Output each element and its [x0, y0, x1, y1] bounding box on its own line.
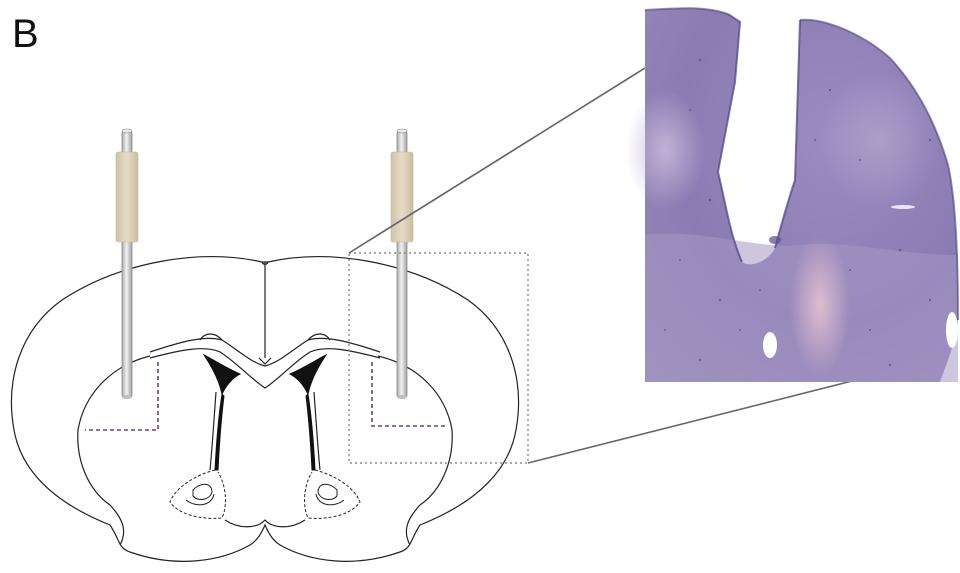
lateral-ventricles [204, 355, 326, 470]
ventral-nuclei-inner [186, 484, 344, 505]
connector-line-bottom [528, 381, 852, 463]
ventral-nuclei-dashed [170, 470, 360, 518]
histology-micrograph-inset [625, 8, 958, 382]
coronal-brain-section-outline [11, 257, 518, 562]
right-target-region-dashed [372, 362, 447, 426]
zoom-box-dotted [349, 253, 528, 463]
left-target-region-dashed [85, 362, 158, 430]
left-guide-cannula [116, 129, 138, 399]
right-guide-cannula [391, 129, 413, 399]
